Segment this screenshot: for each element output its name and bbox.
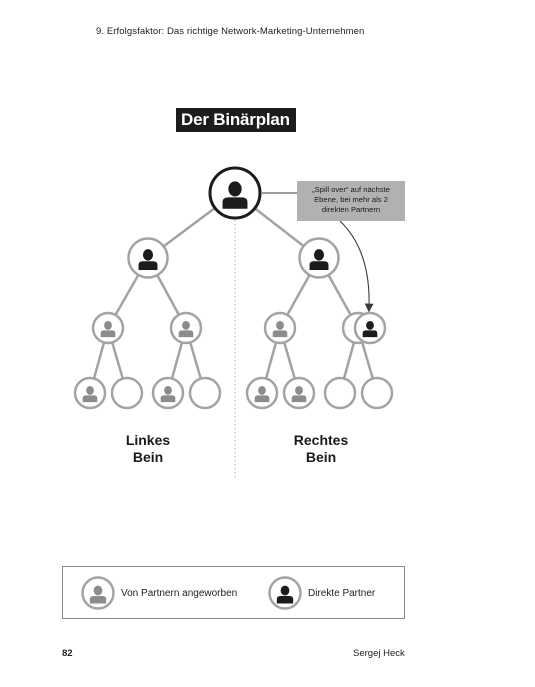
- level3-node-empty: [110, 376, 144, 410]
- page-number: 82: [62, 648, 73, 659]
- level3-node-empty: [360, 376, 394, 410]
- left-leg-label-line2: Bein: [132, 449, 164, 465]
- root-node: [208, 166, 262, 220]
- figure-title: Der Binärplan: [176, 108, 296, 132]
- running-header: 9. Erfolgsfaktor: Das richtige Network-M…: [96, 26, 365, 37]
- level3-node: [73, 376, 107, 410]
- legend-direct-label: Direkte Partner: [308, 588, 376, 599]
- right-direct-partner-node: [298, 237, 340, 279]
- spillover-note: „Spill over“ auf nächste Ebene, bei mehr…: [297, 181, 405, 221]
- right-leg-label: Rechtes Bein: [280, 432, 362, 466]
- author-name: Sergej Heck: [353, 648, 405, 659]
- left-leg-label-line1: Linkes: [125, 432, 171, 448]
- level2-node: [91, 311, 125, 345]
- level2-node: [263, 311, 297, 345]
- tree-connectors: [88, 191, 379, 394]
- level3-node: [245, 376, 279, 410]
- level3-node-empty: [188, 376, 222, 410]
- level2-node: [169, 311, 203, 345]
- level3-node: [151, 376, 185, 410]
- level3-node-empty: [323, 376, 357, 410]
- legend-direct-icon: [268, 576, 302, 610]
- right-leg-label-line2: Bein: [305, 449, 337, 465]
- legend-box: [62, 566, 405, 619]
- legend-recruited-label: Von Partnern angeworben: [121, 588, 238, 599]
- right-leg-label-line1: Rechtes: [293, 432, 349, 448]
- left-leg-label: Linkes Bein: [108, 432, 188, 466]
- level3-node: [282, 376, 316, 410]
- legend-recruited-icon: [81, 576, 115, 610]
- spillover-arrow: [339, 220, 374, 313]
- left-direct-partner-node: [127, 237, 169, 279]
- spillover-direct-partner-node: [353, 311, 387, 345]
